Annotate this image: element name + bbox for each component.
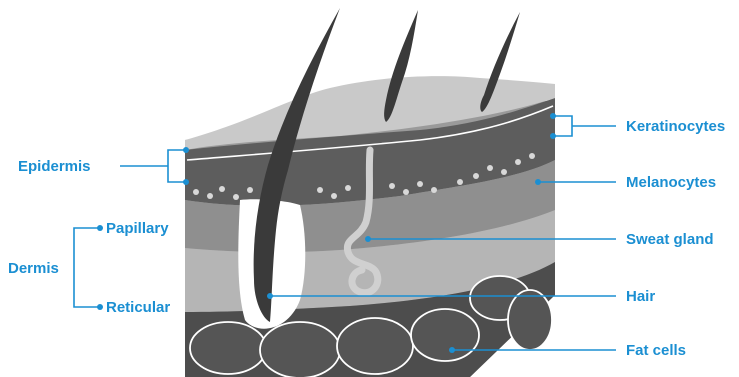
epidermis-dot-top xyxy=(183,147,189,153)
melanocyte xyxy=(417,181,423,187)
melanocyte xyxy=(457,179,463,185)
sweat-gland-dot xyxy=(365,236,371,242)
fat-cell xyxy=(260,322,340,377)
label-sweat-gland: Sweat gland xyxy=(626,231,714,248)
hair-dot xyxy=(267,293,273,299)
melanocyte xyxy=(515,159,521,165)
melanocyte xyxy=(207,193,213,199)
keratinocytes-dot-top xyxy=(550,113,556,119)
melanocyte xyxy=(431,187,437,193)
keratinocytes-bracket xyxy=(553,116,572,136)
reticular-dot xyxy=(97,304,103,310)
label-keratinocytes: Keratinocytes xyxy=(626,118,725,135)
label-melanocytes: Melanocytes xyxy=(626,174,716,191)
melanocyte xyxy=(473,173,479,179)
melanocyte xyxy=(501,169,507,175)
melanocyte xyxy=(345,185,351,191)
fat-cell xyxy=(508,290,552,350)
dermis-bracket xyxy=(74,228,100,307)
fat-cells-dot xyxy=(449,347,455,353)
papillary-dot xyxy=(97,225,103,231)
melanocytes-dot xyxy=(535,179,541,185)
melanocyte xyxy=(193,189,199,195)
fat-cell xyxy=(411,309,479,361)
melanocyte xyxy=(403,189,409,195)
melanocyte xyxy=(529,153,535,159)
label-papillary: Papillary xyxy=(106,220,169,237)
label-dermis: Dermis xyxy=(8,260,59,277)
melanocyte xyxy=(487,165,493,171)
melanocyte xyxy=(331,193,337,199)
epidermis-bracket xyxy=(168,150,186,182)
keratinocytes-dot-bottom xyxy=(550,133,556,139)
melanocyte xyxy=(233,194,239,200)
melanocyte xyxy=(219,186,225,192)
melanocyte xyxy=(317,187,323,193)
label-reticular: Reticular xyxy=(106,299,170,316)
melanocyte xyxy=(247,187,253,193)
fat-cell xyxy=(337,318,413,374)
label-epidermis: Epidermis xyxy=(18,158,91,175)
skin-block xyxy=(185,8,555,377)
fat-cell xyxy=(190,322,266,374)
melanocyte xyxy=(389,183,395,189)
epidermis-dot-bottom xyxy=(183,179,189,185)
label-hair: Hair xyxy=(626,288,655,305)
label-fat-cells: Fat cells xyxy=(626,342,686,359)
